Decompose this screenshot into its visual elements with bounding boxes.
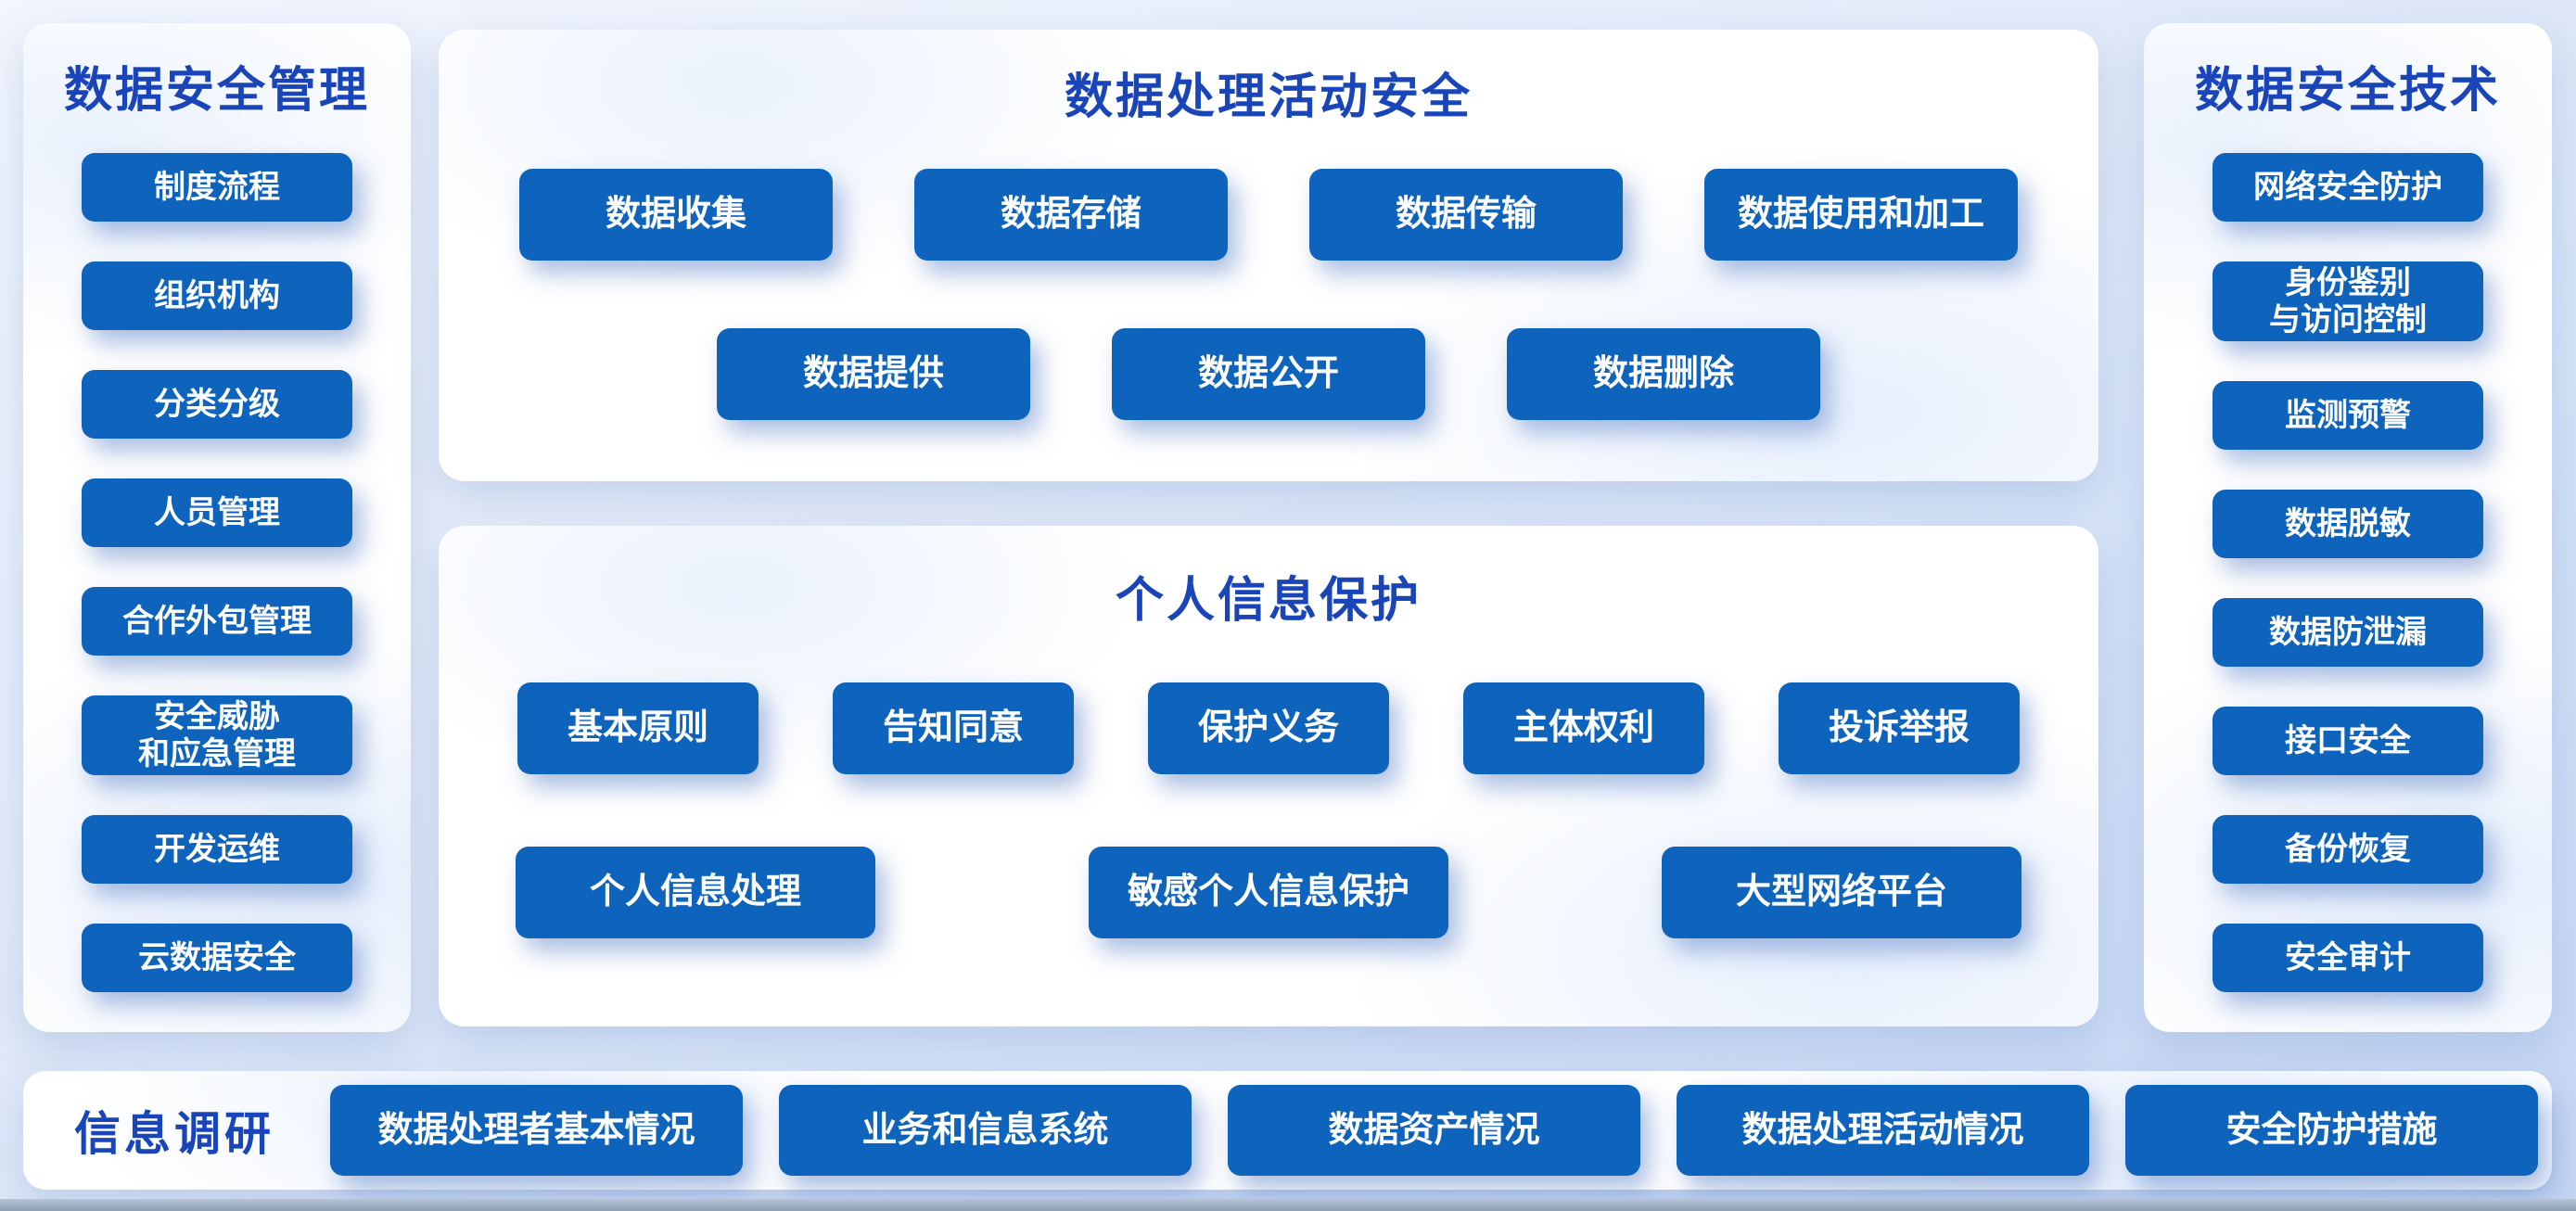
panel-data-processing-activity-security: 数据处理活动安全 数据收集 数据存储 数据传输 数据使用和加工 数据提供 数据公… xyxy=(439,30,2098,481)
data-processing-row-2: 数据提供 数据公开 数据删除 xyxy=(439,328,2098,420)
node-security-protection-measures: 安全防护措施 xyxy=(2125,1085,2538,1176)
node-data-masking: 数据脱敏 xyxy=(2213,490,2483,558)
node-sensitive-personal-information-protection: 敏感个人信息保护 xyxy=(1089,847,1448,938)
panel-personal-information-protection: 个人信息保护 基本原则 告知同意 保护义务 主体权利 投诉举报 个人信息处理 敏… xyxy=(439,526,2098,1026)
node-large-network-platform: 大型网络平台 xyxy=(1662,847,2021,938)
node-data-storage: 数据存储 xyxy=(914,169,1228,261)
panel-information-research: 信息调研 数据处理者基本情况 业务和信息系统 数据资产情况 数据处理活动情况 安… xyxy=(23,1071,2552,1190)
node-monitoring-early-warning: 监测预警 xyxy=(2213,381,2483,450)
node-basic-principles: 基本原则 xyxy=(517,682,759,774)
personal-info-row-2: 个人信息处理 敏感个人信息保护 大型网络平台 xyxy=(439,847,2098,938)
panel-title-data-security-management: 数据安全管理 xyxy=(63,64,370,118)
node-security-audit: 安全审计 xyxy=(2213,924,2483,992)
node-data-leakage-prevention: 数据防泄漏 xyxy=(2213,598,2483,667)
node-data-processing-activity-status: 数据处理活动情况 xyxy=(1677,1085,2089,1176)
node-data-collection: 数据收集 xyxy=(519,169,833,261)
node-personnel-management: 人员管理 xyxy=(82,478,352,547)
node-data-disclosure: 数据公开 xyxy=(1112,328,1425,420)
node-business-and-information-systems: 业务和信息系统 xyxy=(779,1085,1192,1176)
node-backup-recovery: 备份恢复 xyxy=(2213,815,2483,884)
panel-title-data-security-technology: 数据安全技术 xyxy=(2194,64,2501,118)
node-policy-process: 制度流程 xyxy=(82,153,352,222)
left-panel-stack: 制度流程 组织机构 分类分级 人员管理 合作外包管理 安全威胁 和应急管理 开发… xyxy=(23,153,411,992)
node-data-transmission: 数据传输 xyxy=(1309,169,1623,261)
node-interface-security: 接口安全 xyxy=(2213,707,2483,775)
personal-info-row-1: 基本原则 告知同意 保护义务 主体权利 投诉举报 xyxy=(439,682,2098,774)
panel-title-personal-information-protection: 个人信息保护 xyxy=(1115,574,1422,628)
node-data-asset-status: 数据资产情况 xyxy=(1228,1085,1640,1176)
node-classification-grading: 分类分级 xyxy=(82,370,352,439)
panel-data-security-management: 数据安全管理 制度流程 组织机构 分类分级 人员管理 合作外包管理 安全威胁 和… xyxy=(23,23,411,1032)
node-data-use-and-processing: 数据使用和加工 xyxy=(1704,169,2018,261)
node-data-provision: 数据提供 xyxy=(717,328,1030,420)
node-network-security-protection: 网络安全防护 xyxy=(2213,153,2483,222)
node-data-deletion: 数据删除 xyxy=(1507,328,1820,420)
node-protection-obligations: 保护义务 xyxy=(1148,682,1389,774)
right-panel-stack: 网络安全防护 身份鉴别 与访问控制 监测预警 数据脱敏 数据防泄漏 接口安全 备… xyxy=(2144,153,2552,992)
node-organizational-structure: 组织机构 xyxy=(82,261,352,330)
node-cloud-data-security: 云数据安全 xyxy=(82,924,352,992)
node-complaints-and-reporting: 投诉举报 xyxy=(1779,682,2020,774)
node-identity-authentication-access-control: 身份鉴别 与访问控制 xyxy=(2213,261,2483,341)
information-research-row: 数据处理者基本情况 业务和信息系统 数据资产情况 数据处理活动情况 安全防护措施 xyxy=(330,1085,2538,1176)
panel-data-security-technology: 数据安全技术 网络安全防护 身份鉴别 与访问控制 监测预警 数据脱敏 数据防泄漏… xyxy=(2144,23,2552,1032)
bottom-edge-strip xyxy=(0,1199,2576,1211)
node-outsourcing-cooperation-management: 合作外包管理 xyxy=(82,587,352,656)
node-development-operations: 开发运维 xyxy=(82,815,352,884)
node-data-processor-basic-info: 数据处理者基本情况 xyxy=(330,1085,743,1176)
panel-title-data-processing-activity-security: 数据处理活动安全 xyxy=(1064,70,1473,124)
data-processing-row-1: 数据收集 数据存储 数据传输 数据使用和加工 xyxy=(439,169,2098,261)
node-personal-information-processing: 个人信息处理 xyxy=(516,847,875,938)
node-notice-and-consent: 告知同意 xyxy=(833,682,1074,774)
node-security-threat-emergency-management: 安全威胁 和应急管理 xyxy=(82,695,352,775)
node-subject-rights: 主体权利 xyxy=(1463,682,1704,774)
panel-title-information-research: 信息调研 xyxy=(74,1108,274,1160)
